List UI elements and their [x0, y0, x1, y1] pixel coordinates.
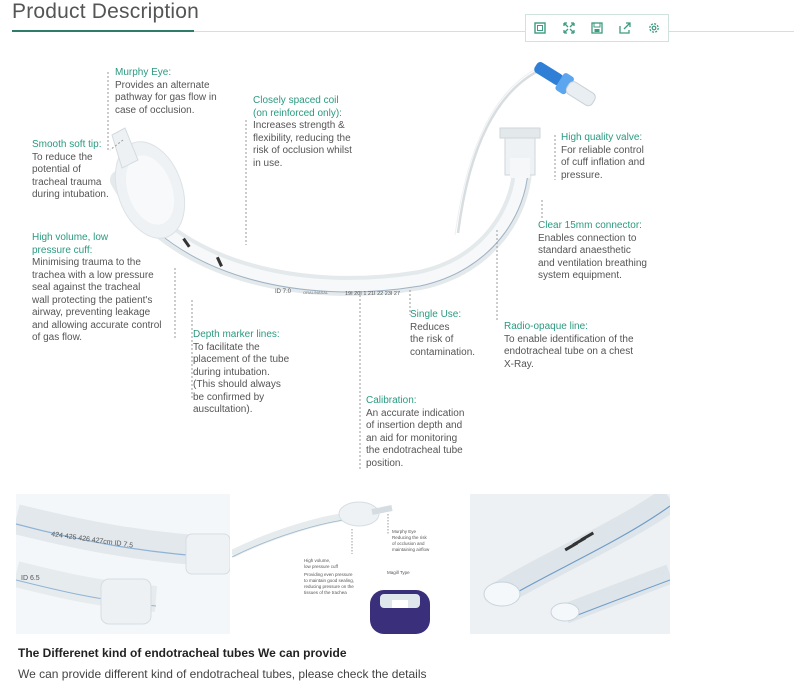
- annotation-heading: Depth marker lines:: [193, 329, 280, 340]
- annotation-radio-opaque: Radio-opaque line: To enable identificat…: [504, 321, 634, 371]
- annotation-heading: Closely spaced coil (on reinforced only)…: [253, 95, 342, 119]
- section-body: We can provide different kind of endotra…: [18, 667, 427, 681]
- annotation-heading: Smooth soft tip:: [32, 139, 102, 150]
- annotation-connector: Clear 15mm connector: Enables connection…: [538, 220, 647, 283]
- annotation-text: Reduces the risk of contamination.: [410, 321, 476, 358]
- square-icon[interactable]: [531, 19, 549, 37]
- annotation-text: An accurate indication of insertion dept…: [366, 407, 465, 469]
- tube-diagram: ID 7.0 ORAL/NASAL 19I 20I 1 21I 22 23I 2…: [107, 62, 596, 470]
- annotation-text: To enable identification of the endotrac…: [504, 333, 634, 370]
- tube-id-print: ID 7.0: [275, 289, 292, 295]
- expand-icon[interactable]: [560, 19, 578, 37]
- annotation-murphy-eye: Murphy Eye: Provides an alternate pathwa…: [115, 67, 217, 117]
- annotation-heading: High volume, low pressure cuff:: [32, 232, 109, 256]
- page-title: Product Description: [12, 0, 200, 23]
- annotation-soft-tip: Smooth soft tip: To reduce the potential…: [32, 139, 109, 202]
- pilot-valve: [534, 62, 596, 107]
- annotation-text: For reliable control of cuff inflation a…: [561, 144, 645, 181]
- image-toolbar: [525, 14, 669, 42]
- annotation-calibration: Calibration: An accurate indication of i…: [366, 395, 464, 470]
- photo-print-bottom: ID 6.5: [21, 575, 40, 582]
- annotation-text: Increases strength & flexibility, reduci…: [253, 120, 352, 169]
- annotation-heading: Clear 15mm connector:: [538, 220, 642, 231]
- annotation-heading: High quality valve:: [561, 132, 643, 143]
- share-icon[interactable]: [616, 19, 634, 37]
- settings-icon[interactable]: [645, 19, 663, 37]
- photo-tube-tips: [470, 494, 670, 634]
- annotation-valve: High quality valve: For reliable control…: [561, 132, 645, 182]
- annotation-heading: Single Use:: [410, 309, 462, 320]
- title-underline: [12, 30, 194, 32]
- section-heading: The Differenet kind of endotracheal tube…: [18, 646, 347, 660]
- annotation-heading: Radio-opaque line:: [504, 321, 588, 332]
- annotation-text: To reduce the potential of tracheal trau…: [32, 151, 109, 201]
- photo-tube-closeup: 424 425 426 427cm ID 7.5 ID 6.5: [16, 494, 230, 634]
- photo-label-tip: Magill Type: [387, 570, 410, 575]
- annotation-heading: Murphy Eye:: [115, 67, 172, 78]
- annotation-cuff: High volume, low pressure cuff: Minimisi…: [32, 232, 162, 345]
- annotation-text: Minimising trauma to the trachea with a …: [32, 257, 162, 343]
- save-icon[interactable]: [588, 19, 606, 37]
- annotation-text: Provides an alternate pathway for gas fl…: [115, 79, 217, 116]
- annotation-heading: Calibration:: [366, 395, 417, 406]
- header-divider: [194, 31, 794, 32]
- tube-oral-nasal-print: ORAL/NASAL: [303, 290, 329, 295]
- annotation-text: To facilitate the placement of the tube …: [193, 341, 290, 416]
- tube-marks-print: 19I 20I 1 21I 22 23I 27: [345, 291, 400, 297]
- annotation-single-use: Single Use: Reduces the risk of contamin…: [410, 309, 475, 359]
- annotation-coil: Closely spaced coil (on reinforced only)…: [253, 95, 352, 170]
- annotation-depth-markers: Depth marker lines: To facilitate the pl…: [193, 329, 289, 417]
- annotation-text: Enables connection to standard anaesthet…: [538, 232, 647, 282]
